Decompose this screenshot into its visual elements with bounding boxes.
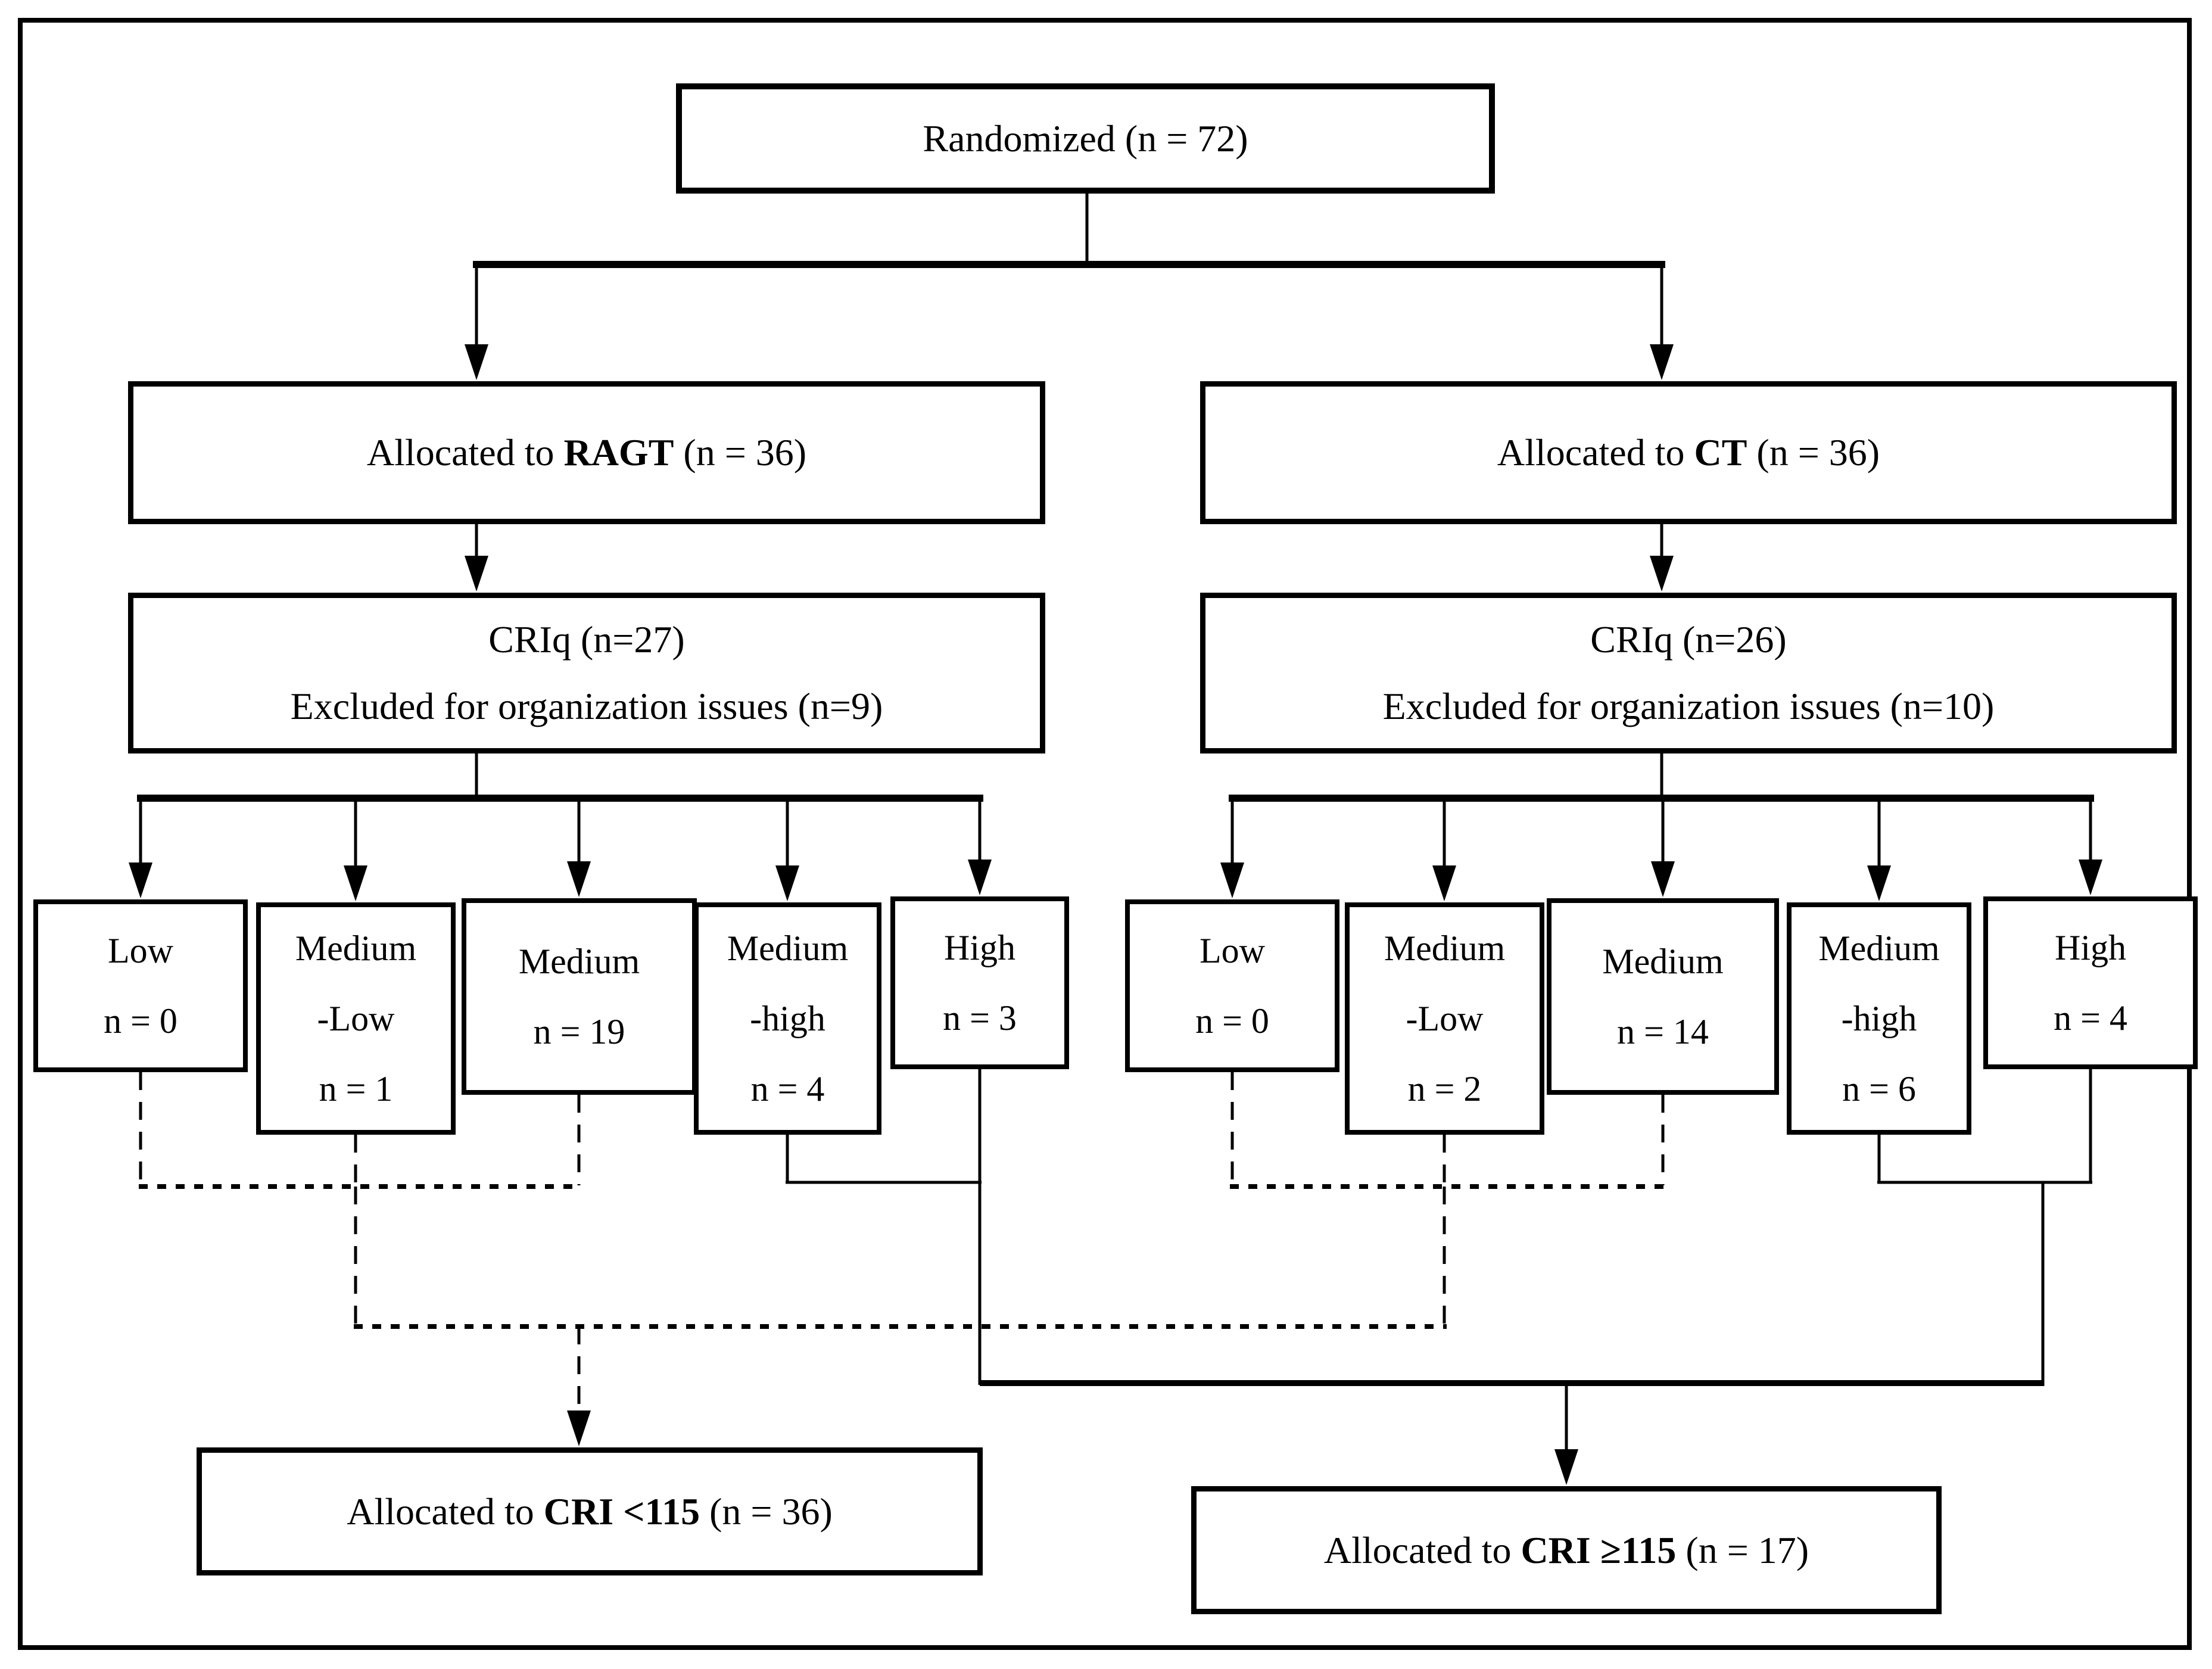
- criq-ct-line1: CRIq (n=26): [1590, 618, 1787, 661]
- category-box-ct-medium-low: Medium -Low n = 2: [1345, 902, 1544, 1135]
- criq-ragt-box: CRIq (n=27) Excluded for organization is…: [128, 593, 1045, 753]
- cri-lt115-label: Allocated to CRI <115 (n = 36): [347, 1490, 833, 1533]
- criq-ct-line2: Excluded for organization issues (n=10): [1382, 685, 1995, 727]
- cri-ge115-label: Allocated to CRI ≥115 (n = 17): [1323, 1528, 1809, 1571]
- category-box-ragt-medium-low: Medium -Low n = 1: [256, 902, 456, 1135]
- category-box-ct-low: Low n = 0: [1125, 899, 1339, 1072]
- category-box-ragt-medium: Medium n = 19: [462, 898, 697, 1095]
- allocated-cri-lt115-box: Allocated to CRI <115 (n = 36): [197, 1447, 983, 1575]
- randomized-label: Randomized (n = 72): [923, 117, 1248, 160]
- allocated-ct-box: Allocated to CT (n = 36): [1200, 381, 2177, 524]
- category-box-ragt-medium-high: Medium -high n = 4: [694, 902, 881, 1135]
- allocated-ct-label: Allocated to CT (n = 36): [1497, 431, 1880, 474]
- criq-ragt-line2: Excluded for organization issues (n=9): [290, 685, 883, 727]
- criq-ragt-line1: CRIq (n=27): [488, 618, 685, 661]
- category-box-ragt-low: Low n = 0: [33, 899, 248, 1072]
- category-box-ct-high: High n = 4: [1983, 896, 2198, 1069]
- category-box-ct-medium: Medium n = 14: [1547, 898, 1779, 1095]
- allocated-cri-ge115-box: Allocated to CRI ≥115 (n = 17): [1191, 1486, 1942, 1614]
- allocated-ragt-label: Allocated to RAGT (n = 36): [366, 431, 807, 474]
- randomized-box: Randomized (n = 72): [676, 83, 1495, 194]
- allocated-ragt-box: Allocated to RAGT (n = 36): [128, 381, 1045, 524]
- category-box-ct-medium-high: Medium -high n = 6: [1787, 902, 1971, 1135]
- criq-ct-box: CRIq (n=26) Excluded for organization is…: [1200, 593, 2177, 753]
- figure-border: [18, 18, 2192, 1650]
- category-box-ragt-high: High n = 3: [890, 896, 1069, 1069]
